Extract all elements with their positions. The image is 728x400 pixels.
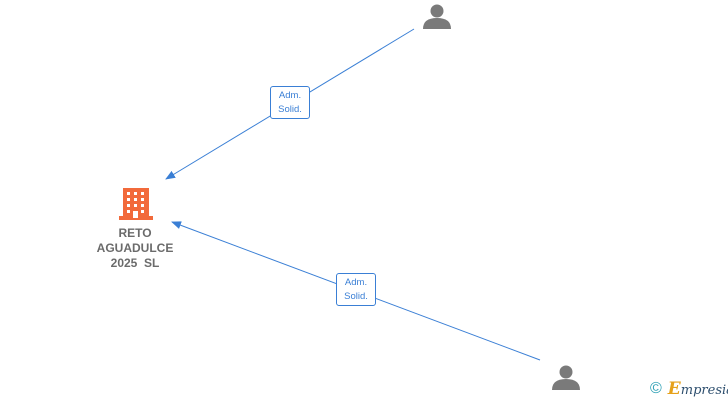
brand-name: Empresia bbox=[667, 379, 728, 399]
relation-label-line: Adm. bbox=[344, 277, 368, 288]
relation-label-line: Solid. bbox=[278, 104, 302, 115]
brand-watermark: © Empresia bbox=[650, 378, 728, 400]
relation-label-bottom: Adm. Solid. bbox=[336, 273, 376, 306]
person-icon[interactable] bbox=[423, 4, 451, 30]
relation-label-line: Adm. bbox=[278, 90, 302, 101]
relation-label-top: Adm. Solid. bbox=[270, 86, 310, 119]
company-name-line: RETO bbox=[118, 226, 152, 240]
relation-label-line: Solid. bbox=[344, 291, 368, 302]
building-icon[interactable] bbox=[119, 188, 153, 220]
copyright-icon: © bbox=[650, 380, 662, 397]
company-name[interactable]: RETO AGUADULCE 2025 SL bbox=[84, 226, 186, 271]
company-name-line: 2025 SL bbox=[110, 256, 160, 270]
company-name-line: AGUADULCE bbox=[96, 241, 174, 255]
person-icon[interactable] bbox=[552, 365, 580, 391]
